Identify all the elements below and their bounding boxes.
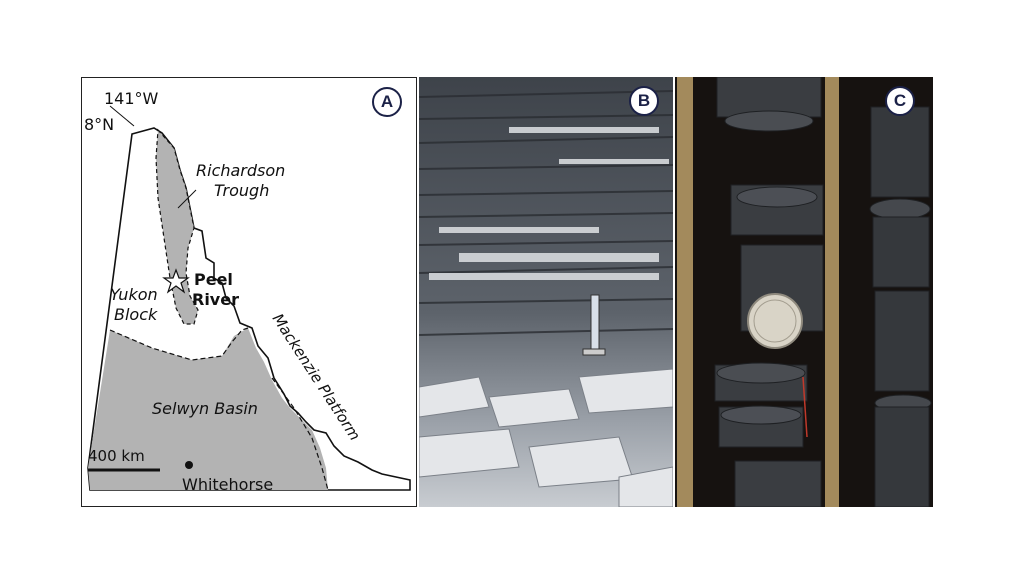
- longitude-leader: [109, 105, 135, 127]
- yukon-label-2: Block: [114, 305, 158, 324]
- peel-river-star-icon: [162, 268, 190, 294]
- peel-label-2: River: [192, 290, 239, 309]
- basin-boundary-dashed: [109, 327, 329, 491]
- outcrop-image: [419, 77, 673, 507]
- latitude-label: 8°N: [84, 115, 114, 134]
- panel-b-outcrop-photo: B: [419, 77, 673, 507]
- richardson-trough-shape: [155, 128, 199, 325]
- panel-label-b: B: [629, 86, 659, 116]
- richardson-leader: [177, 189, 197, 209]
- selwyn-label: Selwyn Basin: [152, 399, 258, 418]
- panel-a-map: 141°W 8°N Richardson Trough Peel River Y…: [81, 77, 417, 507]
- panel-label-c: C: [885, 86, 915, 116]
- whitehorse-dot-icon: [185, 461, 193, 469]
- longitude-label: 141°W: [104, 89, 159, 108]
- selwyn-basin-shape: [88, 328, 328, 490]
- scale-label: 400 km: [88, 447, 145, 465]
- core-image: [675, 77, 933, 507]
- yukon-label-1: Yukon: [110, 285, 158, 304]
- panel-c-core-photo: C: [675, 77, 933, 507]
- figure: 141°W 8°N Richardson Trough Peel River Y…: [81, 77, 933, 507]
- panel-label-a: A: [372, 87, 402, 117]
- richardson-label-1: Richardson: [196, 161, 285, 180]
- peel-label-1: Peel: [194, 270, 233, 289]
- richardson-label-2: Trough: [214, 181, 269, 200]
- map-svg: 141°W 8°N Richardson Trough Peel River Y…: [84, 89, 411, 494]
- whitehorse-label: Whitehorse: [182, 475, 273, 494]
